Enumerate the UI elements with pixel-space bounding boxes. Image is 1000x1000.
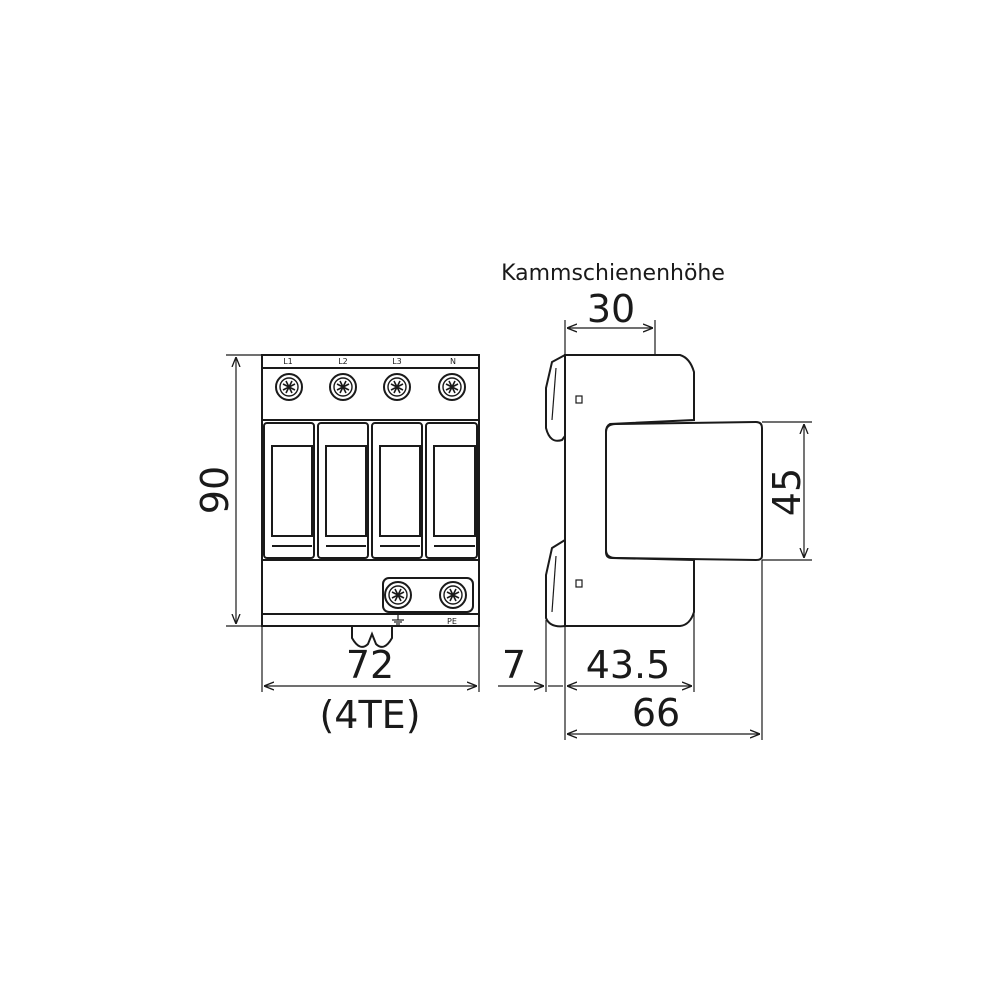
protection-module [263,422,315,559]
screw-terminal-icon [329,373,357,401]
protection-module [317,422,369,559]
dimension-total-depth: 66 [567,560,763,740]
dimension-width-label: 72 [346,643,394,687]
screw-terminal-icon [275,373,303,401]
terminal-label-l2: L2 [338,357,348,366]
dimension-height: 90 [193,354,262,627]
screw-terminal-icon [438,373,466,401]
rail-clip [351,626,393,648]
terminal-label-l3: L3 [392,357,402,366]
terminal-label-l1: L1 [283,357,293,366]
protection-module [371,422,423,559]
terminal-label-pe: PE [447,617,457,626]
front-housing [261,354,480,627]
dimension-width: 72 (4TE) [261,626,480,737]
ground-icon [392,614,404,625]
dimension-height-label: 90 [193,466,237,514]
screw-terminal-icon [439,581,467,609]
dimension-busbar-height-label: 30 [587,287,635,331]
side-module [605,420,763,562]
dimension-total-depth-label: 66 [632,691,680,735]
dimension-busbar-height: Kammschienenhöhe 30 [501,261,725,355]
screw-terminal-icon [383,373,411,401]
dimension-rail-offset-label: 7 [502,643,526,687]
side-view [545,354,763,628]
dimension-front-depth: 43.5 [567,612,695,692]
caption-busbar-height: Kammschienenhöhe [501,261,725,286]
dimension-module-height-label: 45 [765,468,809,516]
dimension-module-height: 45 [762,421,812,561]
screw-terminal-icon [384,581,412,609]
dimension-front-depth-label: 43.5 [586,643,671,687]
protection-module [425,422,478,559]
front-view: L1 L2 L3 N [261,354,480,648]
dimension-width-modules-label: (4TE) [319,693,420,737]
terminal-label-n: N [450,357,456,366]
dimension-rail-offset: 7 [498,620,566,740]
side-housing [564,354,695,627]
